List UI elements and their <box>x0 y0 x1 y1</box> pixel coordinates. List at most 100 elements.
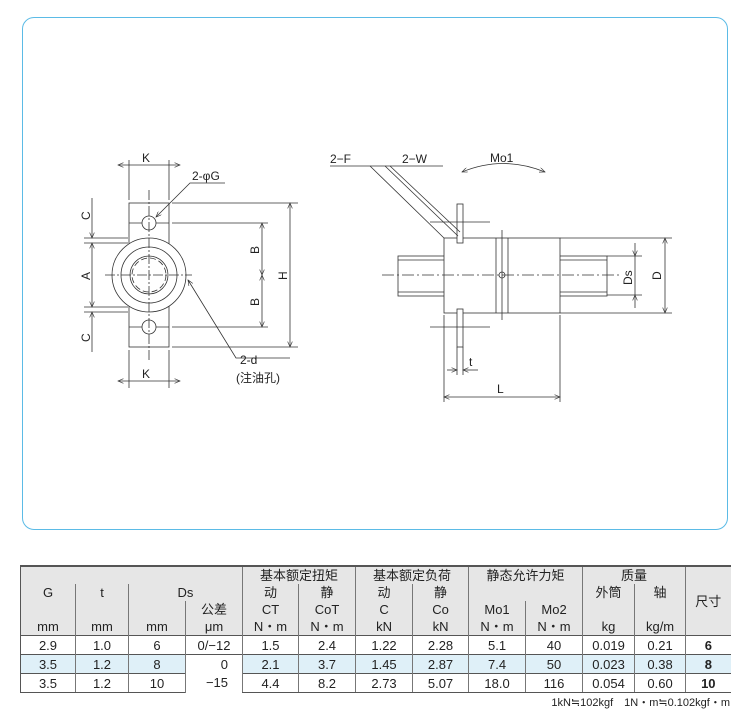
front-view <box>84 160 298 388</box>
unit-cell: N・m <box>242 618 299 636</box>
cell-ds: 6 <box>128 635 186 655</box>
cell-g: 2.9 <box>20 635 76 655</box>
unit-cell: kN <box>355 618 413 636</box>
cell-mo1: 5.1 <box>468 635 526 655</box>
col-mo2: Mo2 <box>525 601 583 618</box>
technical-drawing: K K 2-φG C A C B B H 2-d (注油孔) 2−F 2−W M… <box>79 151 672 402</box>
col-ct: CT <box>242 601 299 618</box>
cell-mo1: 18.0 <box>468 673 526 693</box>
col-dynamic: 动 <box>242 584 299 601</box>
unit-cell: mm <box>75 618 129 636</box>
cell-kg: 0.054 <box>582 673 635 693</box>
unit-cell: kg/m <box>634 618 686 636</box>
col-co: Co <box>412 601 469 618</box>
label-ds: Ds <box>621 270 635 285</box>
cell-cot: 3.7 <box>297 654 356 674</box>
col-dynamic: 动 <box>355 584 413 601</box>
cell-size: 8 <box>685 654 731 674</box>
label-phi-g: 2-φG <box>192 169 220 183</box>
tolerance-upper: 0 <box>220 656 228 672</box>
cell-c: 1.45 <box>355 654 413 674</box>
cell-kg: 0.023 <box>582 654 635 674</box>
cell-kg: 0.019 <box>582 635 635 655</box>
label-c: C <box>79 333 93 342</box>
cell-co: 2.87 <box>412 654 469 674</box>
cell-cot: 2.4 <box>297 635 356 655</box>
col-mo1: Mo1 <box>468 601 526 618</box>
unit-cell: mm <box>128 618 186 636</box>
label-d: 2-d <box>240 353 257 367</box>
cell-mo2: 50 <box>525 654 583 674</box>
cell-size: 10 <box>685 673 731 693</box>
col-g: G <box>20 584 76 601</box>
label-b: B <box>248 246 262 254</box>
label-d-outer: D <box>650 271 664 280</box>
unit-cell: N・m <box>297 618 356 636</box>
drawing-frame <box>22 17 728 530</box>
col-c: C <box>355 601 413 618</box>
col-t: t <box>75 584 129 601</box>
label-w: 2−W <box>402 152 428 166</box>
cell-t: 1.0 <box>75 635 129 655</box>
col-static: 静 <box>412 584 469 601</box>
cell-ct: 2.1 <box>242 654 299 674</box>
unit-conversion-note: 1kN≒102kgf 1N・m≒0.102kgf・m <box>551 697 730 709</box>
group-load: 基本额定负荷 <box>355 566 469 584</box>
label-mo1: Mo1 <box>490 151 514 165</box>
col-shaft: 轴 <box>634 584 686 601</box>
side-view <box>330 163 672 402</box>
unit-cell: mm <box>20 618 76 636</box>
cell-ct: 4.4 <box>242 673 299 693</box>
col-outer: 外筒 <box>582 584 635 601</box>
group-mass: 质量 <box>582 566 686 584</box>
col-static: 静 <box>297 584 356 601</box>
col-size: 尺寸 <box>685 566 731 636</box>
cell-t: 1.2 <box>75 654 129 674</box>
label-f: 2−F <box>330 152 351 166</box>
cell-kgm: 0.21 <box>634 635 686 655</box>
unit-cell: N・m <box>525 618 583 636</box>
col-ds: Ds <box>128 584 243 601</box>
cell-c: 2.73 <box>355 673 413 693</box>
unit-cell: μm <box>185 618 243 636</box>
cell-cot: 8.2 <box>297 673 356 693</box>
col-cot: CoT <box>297 601 356 618</box>
label-l: L <box>497 382 504 396</box>
cell-c: 1.22 <box>355 635 413 655</box>
cell-tol: 0−15 <box>185 654 243 693</box>
spec-table: 基本额定扭矩 基本额定负荷 静态允许力矩 质量 尺寸 G t Ds 动 静 动 … <box>20 565 731 693</box>
label-b: B <box>248 298 262 306</box>
unit-cell: N・m <box>468 618 526 636</box>
label-h: H <box>276 271 290 280</box>
cell-tol: 0/−12 <box>185 635 243 655</box>
cell-t: 1.2 <box>75 673 129 693</box>
cell-co: 2.28 <box>412 635 469 655</box>
cell-g: 3.5 <box>20 654 76 674</box>
label-c: C <box>79 211 93 220</box>
label-t: t <box>469 355 473 369</box>
group-moment: 静态允许力矩 <box>468 566 583 584</box>
cell-kgm: 0.38 <box>634 654 686 674</box>
label-oil-hole: (注油孔) <box>236 370 280 385</box>
cell-ct: 1.5 <box>242 635 299 655</box>
tolerance-lower: −15 <box>205 674 228 690</box>
cell-g: 3.5 <box>20 673 76 693</box>
cell-mo2: 40 <box>525 635 583 655</box>
label-k: K <box>142 151 150 165</box>
cell-ds: 10 <box>128 673 186 693</box>
col-tolerance: 公差 <box>185 601 243 618</box>
group-torque: 基本额定扭矩 <box>241 566 356 584</box>
unit-cell: kg <box>582 618 635 636</box>
cell-mo2: 116 <box>525 673 583 693</box>
cell-size: 6 <box>685 635 731 655</box>
cell-ds: 8 <box>128 654 186 674</box>
cell-co: 5.07 <box>412 673 469 693</box>
unit-cell: kN <box>412 618 469 636</box>
cell-mo1: 7.4 <box>468 654 526 674</box>
label-a: A <box>79 272 93 280</box>
cell-kgm: 0.60 <box>634 673 686 693</box>
label-k: K <box>142 367 150 381</box>
